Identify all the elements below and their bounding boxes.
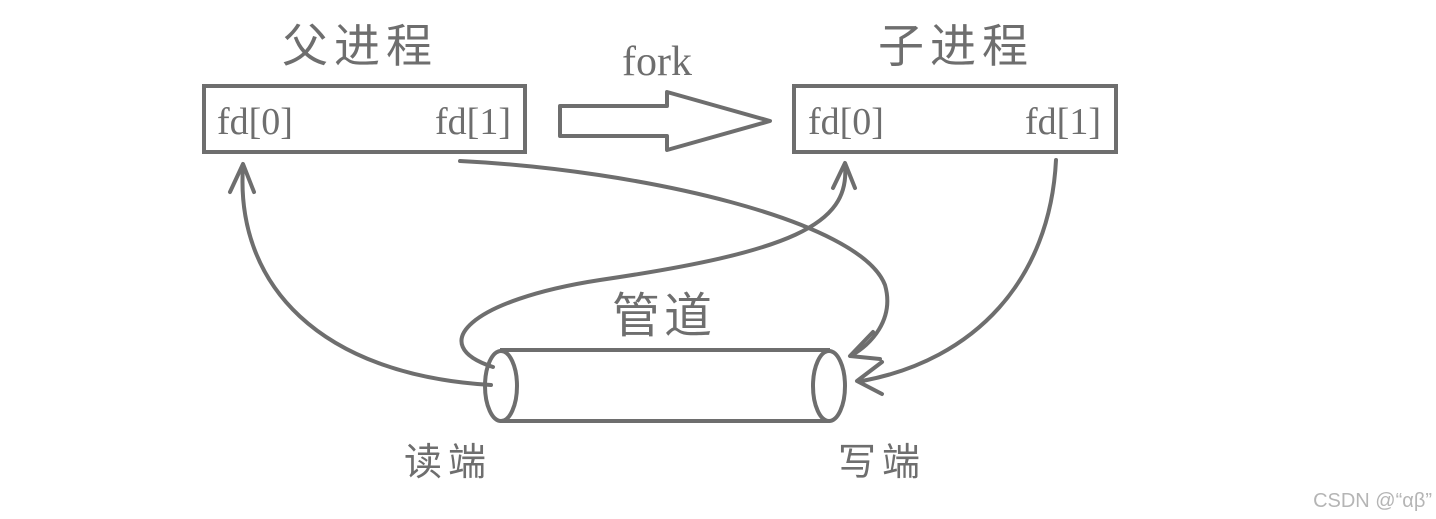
arrow-child-fd1-to-write-end-head (855, 360, 884, 396)
parent-process-title: 父进程 (282, 19, 438, 73)
watermark: CSDN @“αβ” (1313, 490, 1432, 512)
parent-process: 父进程 fd[0] fd[1] (202, 19, 527, 154)
arrow-read-end-to-child-fd0 (459, 164, 848, 369)
parent-fd-write-label: fd[1] (435, 101, 511, 143)
arrow-child-fd1-to-write-end (860, 158, 1058, 383)
pipe: 管道 读端 写端 (404, 288, 926, 484)
arrow-read-end-to-parent-fd0-head (228, 162, 256, 194)
child-process: 子进程 fd[0] fd[1] (792, 19, 1118, 154)
pipe-read-end-label: 读端 (404, 440, 492, 484)
pipe-write-end-opening (811, 349, 847, 423)
arrow-read-end-to-child-fd0-head (831, 161, 857, 190)
arrow-parent-fd1-to-write-end-head (848, 330, 882, 361)
arrow-read-end-to-parent-fd0 (240, 164, 493, 387)
pipe-title: 管道 (612, 288, 716, 344)
fork-label: fork (622, 39, 692, 85)
child-fd-write-label: fd[1] (1025, 101, 1101, 143)
pipe-write-end-label: 写端 (838, 440, 926, 484)
connector-arrows (228, 158, 1058, 396)
child-process-box (792, 84, 1118, 154)
child-process-title: 子进程 (878, 19, 1034, 73)
child-fd-read-label: fd[0] (808, 101, 884, 143)
fork-block-arrow-shape (558, 90, 772, 152)
parent-fd-read-label: fd[0] (217, 101, 293, 143)
fork-arrow: fork (558, 39, 772, 152)
arrow-parent-fd1-to-write-end (458, 159, 890, 357)
parent-process-box (202, 84, 527, 154)
